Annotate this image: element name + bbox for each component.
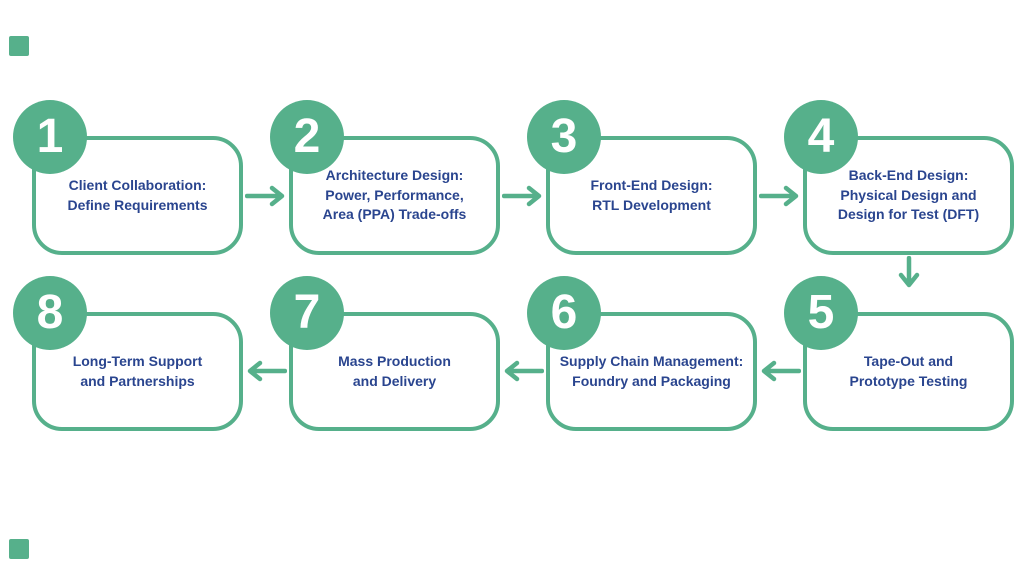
step-label-line: Power, Performance, [325, 186, 464, 203]
step-number-badge: 2 [270, 100, 344, 174]
step-number: 5 [807, 286, 835, 339]
arrow-right-icon [245, 185, 285, 207]
step-label-line: Mass Production [338, 352, 451, 369]
step-label-line: Architecture Design: [325, 167, 464, 184]
step-label: Front-End Design: RTL Development [546, 136, 757, 255]
step-label: Mass Production and Delivery [289, 312, 500, 431]
arrow-down-icon [898, 256, 920, 288]
step-7: 7 Mass Production and Delivery [270, 276, 500, 431]
step-label-line: Client Collaboration: [68, 176, 207, 193]
step-3: 3 Front-End Design: RTL Development [527, 100, 757, 255]
step-box [803, 312, 1014, 431]
step-label-line: Foundry and Packaging [572, 372, 731, 389]
step-5: 5 Tape-Out and Prototype Testing [784, 276, 1014, 431]
arrow-right-icon [502, 185, 542, 207]
step-label-line: and Delivery [352, 372, 437, 389]
step-number-badge: 4 [784, 100, 858, 174]
step-number: 3 [550, 110, 578, 163]
step-1: 1 Client Collaboration: Define Requireme… [13, 100, 243, 255]
step-label: Supply Chain Management: Foundry and Pac… [546, 312, 757, 431]
corner-accent-square [9, 539, 29, 559]
step-label-line: Long-Term Support [72, 352, 203, 369]
step-8: 8 Long-Term Support and Partnerships [13, 276, 243, 431]
step-label: Tape-Out and Prototype Testing [803, 312, 1014, 431]
step-label: Back-End Design: Physical Design and Des… [803, 136, 1014, 255]
step-number: 6 [550, 286, 578, 339]
step-number-badge: 7 [270, 276, 344, 350]
step-number-badge: 6 [527, 276, 601, 350]
step-number-badge: 5 [784, 276, 858, 350]
step-box [546, 136, 757, 255]
arrow-left-icon [247, 360, 287, 382]
step-label-line: Design for Test (DFT) [837, 206, 980, 223]
corner-accent-square [9, 36, 29, 56]
step-label-line: Back-End Design: [848, 167, 969, 184]
step-number: 7 [293, 286, 321, 339]
step-label-line: Area (PPA) Trade-offs [322, 206, 467, 223]
step-label-line: Front-End Design: [590, 176, 713, 193]
step-number-badge: 8 [13, 276, 87, 350]
step-label-line: Prototype Testing [849, 372, 968, 389]
step-label-line: Physical Design and [840, 186, 977, 203]
step-number: 4 [807, 110, 835, 163]
step-label-line: RTL Development [592, 196, 711, 213]
step-label: Client Collaboration: Define Requirement… [32, 136, 243, 255]
arrow-left-icon [761, 360, 801, 382]
step-label: Architecture Design: Power, Performance,… [289, 136, 500, 255]
arrow-left-icon [504, 360, 544, 382]
step-number: 1 [36, 110, 64, 163]
step-label-line: Supply Chain Management: [559, 352, 744, 369]
step-label-line: Define Requirements [67, 196, 208, 213]
step-6: 6 Supply Chain Management: Foundry and P… [527, 276, 757, 431]
step-number: 8 [36, 286, 64, 339]
step-2: 2 Architecture Design: Power, Performanc… [270, 100, 500, 255]
step-label-line: Tape-Out and [863, 352, 954, 369]
step-label: Long-Term Support and Partnerships [32, 312, 243, 431]
arrow-right-icon [759, 185, 799, 207]
step-label-line: and Partnerships [80, 372, 195, 389]
step-number-badge: 3 [527, 100, 601, 174]
step-4: 4 Back-End Design: Physical Design and D… [784, 100, 1014, 255]
step-number: 2 [293, 110, 321, 163]
step-number-badge: 1 [13, 100, 87, 174]
